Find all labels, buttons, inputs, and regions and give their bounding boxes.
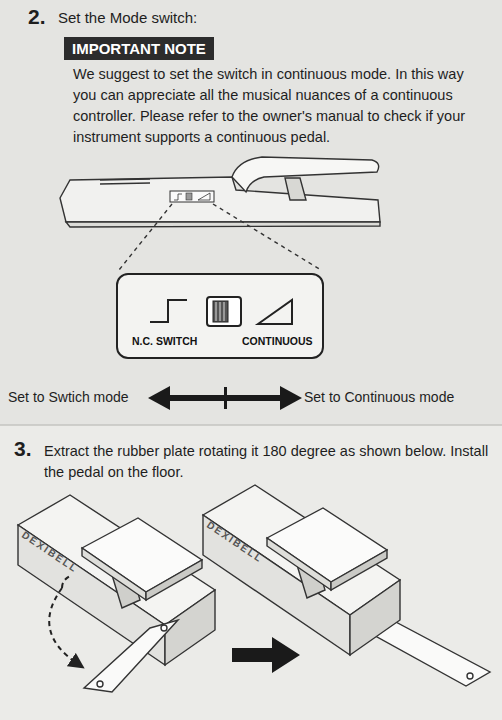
step-heading: Set the Mode switch:	[58, 9, 197, 27]
note-heading-box: IMPORTANT NOTE	[64, 37, 214, 60]
switch-inset-box: N.C. SWITCH CONTINUOUS	[116, 273, 324, 359]
section-divider	[0, 424, 502, 426]
leader-line	[213, 204, 321, 270]
pedal-left	[18, 495, 215, 692]
continuous-symbol	[258, 300, 292, 324]
move-arrow	[232, 637, 300, 673]
mode-label: Set to Continuous mode	[304, 389, 454, 406]
note-text: We suggest to set the switch in continuo…	[73, 64, 483, 148]
double-arrow	[148, 386, 302, 410]
leader-line	[119, 204, 172, 270]
pedal-side-view	[60, 157, 380, 227]
inset-ground	[116, 273, 324, 359]
paper-bottom	[0, 425, 502, 720]
paper-top	[0, 0, 502, 425]
note-heading: IMPORTANT NOTE	[72, 40, 206, 57]
pedal-right	[203, 485, 490, 686]
step-number: 2.	[28, 4, 46, 29]
switch-position-label: N.C. SWITCH	[132, 335, 197, 347]
rotate-arrow	[62, 576, 70, 588]
switch-position-label: CONTINUOUS	[242, 335, 313, 347]
slider-switch	[207, 297, 241, 326]
step-number: 3.	[14, 436, 32, 461]
rotate-arrow	[49, 588, 78, 664]
step-text: Extract the rubber plate rotating it 180…	[44, 441, 494, 483]
mode-label: Set to Swtich mode	[8, 389, 129, 406]
switch-symbol	[150, 300, 187, 322]
